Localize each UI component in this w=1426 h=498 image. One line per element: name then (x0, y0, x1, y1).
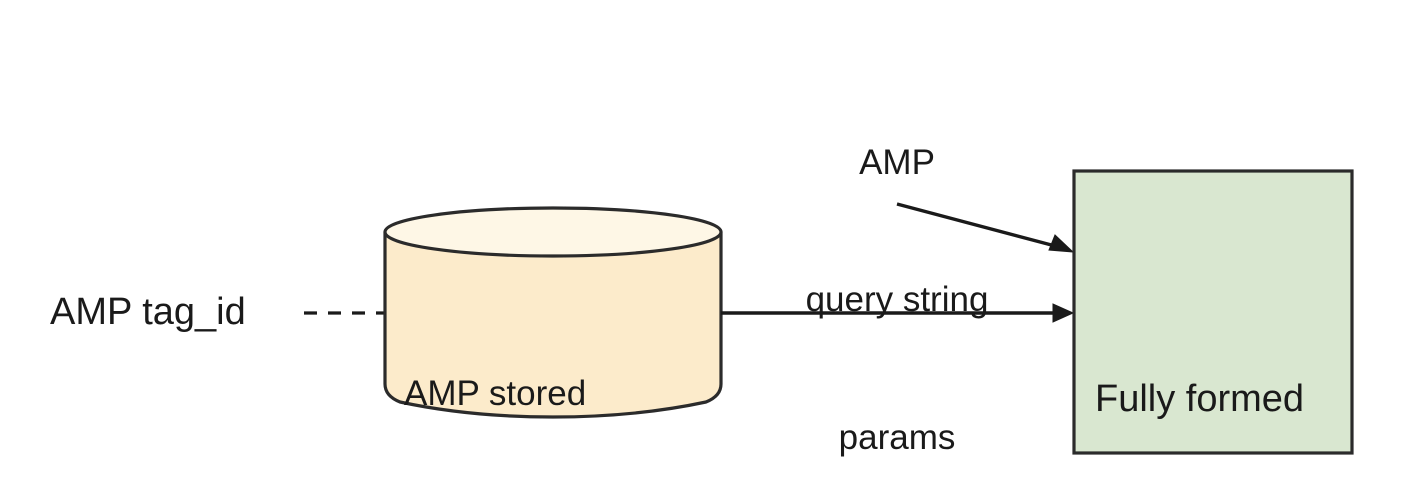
arrow-line (896, 202, 1060, 249)
edge-params-to-ortb (896, 202, 1075, 253)
query-params-line-2: query string (805, 280, 989, 320)
query-params-line-3: params (838, 417, 956, 457)
shape-cylinder-stored-request (383, 206, 723, 419)
label-fully-formed-ortb: Fully formed ORTB (1095, 274, 1304, 498)
arrowhead-icon (1048, 234, 1075, 253)
label-amp-query-string-params: AMP query string params (777, 48, 1017, 498)
edge-cylinder-to-ortb (721, 303, 1075, 323)
label-stored-request-template: AMP stored request template (404, 278, 665, 498)
query-params-line-1: AMP (859, 142, 935, 182)
arrowhead-icon (1052, 303, 1075, 323)
stored-request-line-1: AMP stored (404, 374, 587, 414)
cylinder-top-ellipse (383, 206, 723, 258)
ortb-rectangle (1072, 169, 1354, 455)
cylinder-body (383, 230, 723, 419)
ortb-line-1: Fully formed (1095, 378, 1305, 421)
label-amp-tag-id: AMP tag_id (50, 291, 246, 333)
shape-ortb-box (1072, 169, 1354, 455)
